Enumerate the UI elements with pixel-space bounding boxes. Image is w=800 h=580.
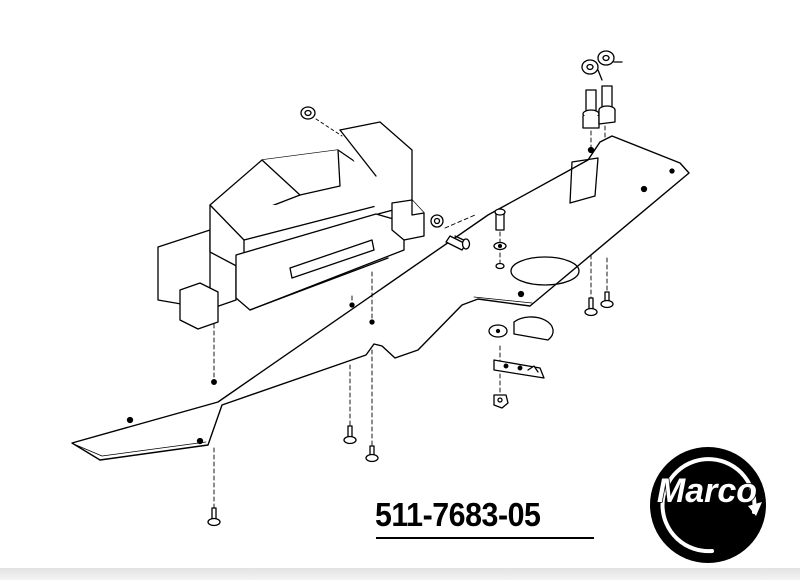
screw: [584, 297, 598, 317]
bolt-washer-stack: [493, 208, 507, 270]
nut: [300, 106, 343, 137]
assembly-holes: [211, 302, 375, 385]
screw: [343, 425, 357, 445]
slot-hole: [569, 157, 599, 204]
screw: [207, 507, 221, 527]
mounting-plate: [71, 135, 690, 461]
disc-part: [488, 316, 554, 341]
lock-nut: [493, 394, 509, 409]
screw: [365, 445, 379, 463]
svg-text:Marco: Marco: [657, 472, 757, 510]
large-round-hole: [510, 256, 580, 286]
part-number-underline: [376, 537, 594, 539]
screws: [207, 235, 614, 527]
bottom-strip: [0, 568, 800, 580]
plate-holes: [126, 146, 675, 445]
part-number: 511-7683-05: [375, 496, 541, 533]
screw: [600, 291, 614, 309]
marco-logo: Marco: [650, 447, 766, 563]
screw: [454, 235, 471, 250]
coil-assembly: [157, 121, 467, 330]
switch-post-assembly: [581, 50, 623, 129]
bracket-plate: [493, 359, 545, 379]
